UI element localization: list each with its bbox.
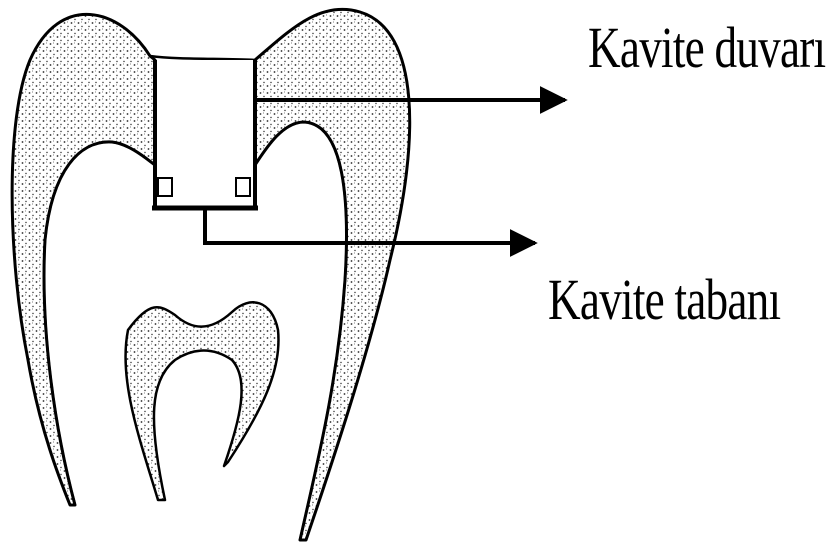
- cavity-floor-label: Kavite tabanı: [548, 266, 780, 333]
- cavity-corner-left: [158, 178, 172, 196]
- pulp-chamber: [125, 302, 278, 500]
- occlusal-edge: [150, 56, 255, 60]
- cavity-wall-label: Kavite duvarı: [588, 14, 825, 81]
- cavity-corner-right: [236, 178, 250, 196]
